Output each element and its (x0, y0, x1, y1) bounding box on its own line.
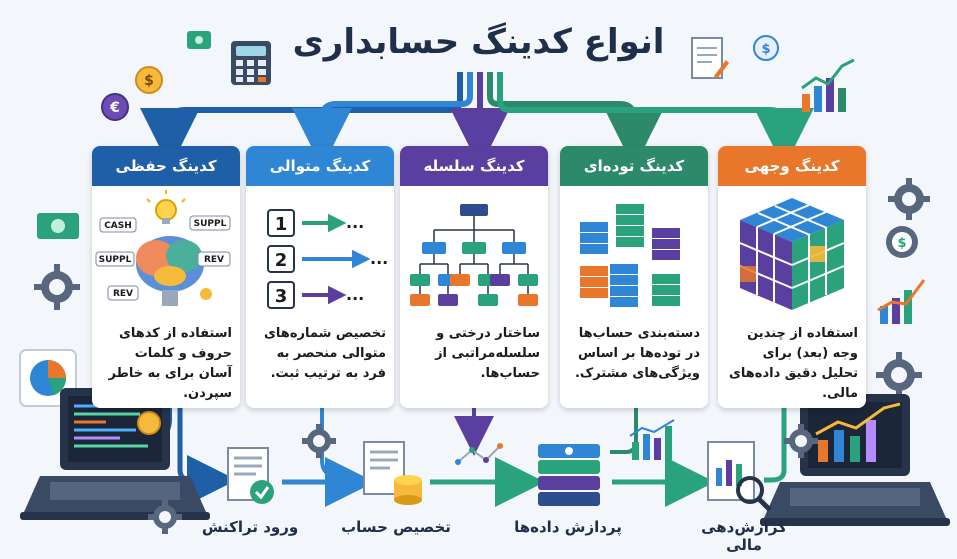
coin-icon (137, 411, 161, 435)
coin-icon: $ (135, 66, 163, 94)
database-icon (580, 204, 680, 307)
card-description: استفاده از چندین وجه (بعد) برای تحلیل دق… (728, 326, 858, 401)
svg-text:$: $ (761, 42, 770, 57)
banknote-icon (187, 31, 211, 49)
gear-icon (784, 424, 818, 458)
report-magnifier-icon (707, 441, 772, 512)
cube-icon (739, 198, 845, 310)
card-hierarchical: کدینگ سلسله مراتبی (400, 146, 548, 408)
coin-icon: € (101, 93, 129, 121)
tag-label: REV (204, 255, 224, 265)
card-sequential: کدینگ متوالی 1 2 3 ... ... ... تخصیص شما… (246, 146, 394, 408)
coin-icon: $ (886, 226, 918, 258)
continuation-dots: ... (346, 213, 364, 232)
card-block: کدینگ توده‌ای دسته‌بندی حساب‌ها در توده‌… (560, 146, 708, 408)
gear-icon (148, 500, 182, 534)
continuation-dots: ... (346, 285, 364, 304)
document-icon (691, 37, 729, 79)
card-description: استفاده از کدهای حروف و کلمات آسان برای … (108, 326, 232, 401)
svg-text:$: $ (897, 236, 906, 251)
bar-chart-icon (629, 419, 675, 460)
flow-step-account-allocation: تخصیص حساب (341, 518, 451, 536)
card-title: کدینگ توده‌ای (560, 146, 708, 186)
gear-icon (302, 424, 336, 458)
gear-icon (34, 264, 80, 310)
gear-icon (888, 178, 930, 220)
flow-step-transaction-entry: ورود تراکنش (201, 518, 299, 536)
tag-label: SUPPL (194, 219, 227, 229)
card-title: کدینگ حفظی (92, 146, 240, 186)
database-icon (538, 444, 600, 506)
sequence-number: 2 (275, 250, 288, 271)
tree-diagram-icon (410, 204, 538, 306)
tag-label: CASH (104, 221, 132, 231)
coin-icon: $ (753, 35, 779, 61)
card-mnemonic: کدینگ حفظی CASH SUPPL SUPPL REV REV استف… (92, 146, 240, 408)
gear-icon (876, 352, 922, 398)
tag-label: REV (113, 289, 133, 299)
continuation-dots: ... (370, 249, 388, 268)
document-icon (227, 447, 274, 504)
flow-step-data-processing: پردازش داده‌ها (514, 518, 622, 536)
document-icon (363, 441, 422, 505)
svg-text:€: € (109, 100, 120, 116)
card-title: کدینگ سلسله مراتبی (400, 146, 548, 215)
bar-chart-icon (877, 279, 926, 324)
card-title: کدینگ متوالی (246, 146, 394, 186)
card-title: کدینگ وجهی (718, 146, 866, 186)
card-description: دسته‌بندی حساب‌ها در توده‌ها بر اساس ویژ… (574, 326, 700, 381)
brain-icon: CASH SUPPL SUPPL REV REV (95, 190, 231, 306)
card-description: تخصیص شماره‌های متوالی منحصر به فرد به ت… (264, 326, 386, 381)
sequence-illustration: 1 2 3 ... ... ... (267, 209, 388, 309)
banknote-icon (37, 213, 79, 239)
tag-label: SUPPL (99, 255, 132, 265)
network-icon (455, 443, 503, 465)
calculator-icon (231, 41, 271, 85)
sequence-number: 1 (275, 214, 288, 235)
page-title: انواع کدینگ حسابداری (292, 22, 665, 62)
sequence-number: 3 (275, 286, 288, 307)
svg-text:$: $ (144, 73, 154, 89)
card-faceted: کدینگ وجهی استفاده از چندین وجه (بعد) بر… (718, 146, 866, 408)
bar-chart-icon (801, 58, 855, 112)
laptop-icon (760, 394, 950, 526)
flow-step-financial-reporting: گزارش‌دهی مالی (701, 518, 787, 554)
card-description: ساختار درختی و سلسله‌مراتبی از حساب‌ها. (435, 326, 540, 381)
